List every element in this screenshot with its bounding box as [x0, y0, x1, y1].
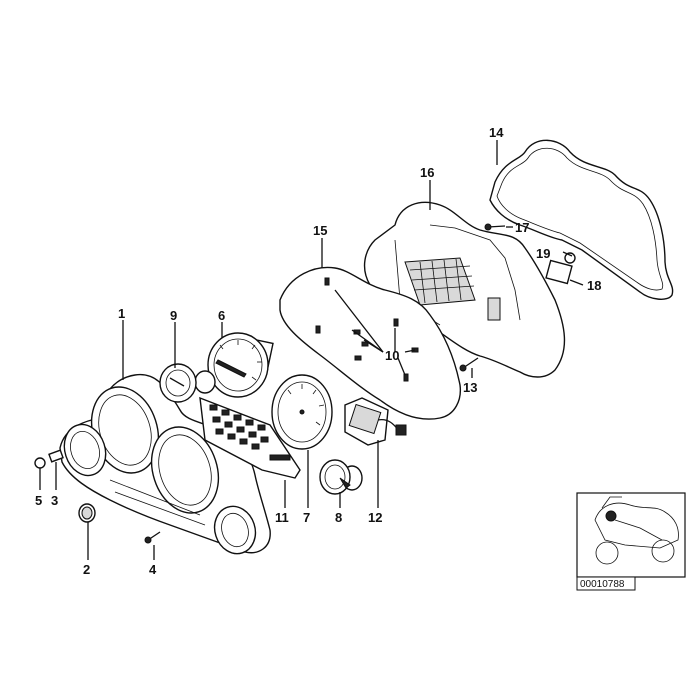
callout-5: 5	[35, 493, 42, 508]
part-13-screw	[459, 357, 479, 372]
part-9-small-gauge	[159, 363, 216, 403]
callout-18: 18	[587, 278, 601, 293]
callout-1: 1	[118, 306, 125, 321]
callout-7: 7	[303, 510, 310, 525]
callout-15: 15	[313, 223, 327, 238]
callout-16: 16	[420, 165, 434, 180]
callout-2: 2	[83, 562, 90, 577]
part-17-screw	[484, 223, 506, 231]
callout-9: 9	[170, 308, 177, 323]
part-1-front-cover	[59, 373, 271, 555]
part-3-bulb	[48, 449, 64, 463]
callout-17: 17	[515, 220, 529, 235]
callout-14: 14	[489, 125, 504, 140]
part-8-small-gauge	[319, 459, 363, 495]
part-4-screw	[144, 531, 161, 544]
callout-19: 19	[536, 246, 550, 261]
callout-4: 4	[149, 562, 157, 577]
motorcycle-silhouette-icon	[594, 496, 679, 565]
part-6-speedometer	[207, 332, 274, 398]
part-19-nut	[564, 252, 576, 264]
callout-labels: 1 9 6 15 16 14 17 19 18 10 13 5 3 11 7 8…	[35, 125, 601, 577]
callout-11: 11	[275, 510, 289, 525]
part-5-bulb-socket	[34, 457, 46, 469]
part-2-cap	[78, 503, 96, 523]
callout-6: 6	[218, 308, 225, 323]
leader-lines	[39, 140, 584, 560]
part-7-tachometer-dial	[271, 374, 333, 450]
part-14-gasket	[489, 139, 674, 300]
reference-code: 00010788	[580, 579, 625, 590]
reference-thumbnail: 00010788	[576, 492, 686, 591]
callout-13: 13	[463, 380, 477, 395]
part-18-plate	[545, 259, 573, 285]
part-11-indicator-panel	[199, 396, 301, 479]
callout-12: 12	[368, 510, 382, 525]
callout-3: 3	[51, 493, 58, 508]
callout-8: 8	[335, 510, 342, 525]
part-12-electronic-module	[344, 397, 407, 446]
callout-10: 10	[385, 348, 399, 363]
